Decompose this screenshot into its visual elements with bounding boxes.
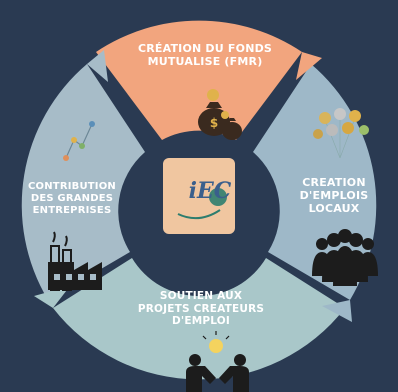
svg-text:$: $: [210, 116, 218, 130]
balloons-icon: [313, 108, 369, 159]
segment-left-line-1: CONTRIBUTION: [27, 181, 116, 192]
money-bags-icon: $: [198, 89, 242, 140]
arrow-tip-top: [296, 52, 322, 80]
handshake-icon: [186, 331, 249, 392]
chart-sketch-icon: [63, 121, 95, 161]
segment-right-label: CREATION D'EMPLOIS LOCAUX: [286, 176, 382, 216]
segment-top: [96, 20, 302, 140]
center-logo-text: iEC: [188, 178, 232, 204]
people-group-icon: [312, 229, 378, 286]
segment-top-line-2: MUTUALISE (FMR): [147, 55, 263, 69]
segment-bottom-label: SOUTIEN AUX PROJETS CREATEURS D'EMPLOI: [118, 290, 284, 328]
segment-left-line-2: DES GRANDES: [30, 193, 114, 204]
segment-right-line-2: D'EMPLOIS: [299, 189, 369, 203]
factory-icon: [48, 231, 102, 291]
segment-right-line-1: CREATION: [302, 176, 366, 189]
segment-top-label: CRÉATION DU FONDS MUTUALISE (FMR): [120, 42, 290, 68]
arrow-tip-left: [87, 50, 108, 82]
segment-bottom-line-3: D'EMPLOI: [172, 315, 230, 328]
segment-left-line-3: ENTREPRISES: [32, 205, 112, 216]
center-logo-mark: [177, 188, 227, 220]
arrow-tip-right: [322, 300, 352, 322]
segment-bottom-line-2: PROJETS CREATEURS: [137, 302, 265, 315]
segment-top-line-1: CRÉATION DU FONDS: [137, 42, 273, 55]
segment-bottom: [53, 258, 345, 380]
arrow-tip-bottom: [34, 286, 70, 308]
segment-left-label: CONTRIBUTION DES GRANDES ENTREPRISES: [20, 181, 124, 217]
segment-bottom-line-1: SOUTIEN AUX: [159, 290, 243, 302]
segment-right-line-3: LOCAUX: [308, 202, 360, 216]
